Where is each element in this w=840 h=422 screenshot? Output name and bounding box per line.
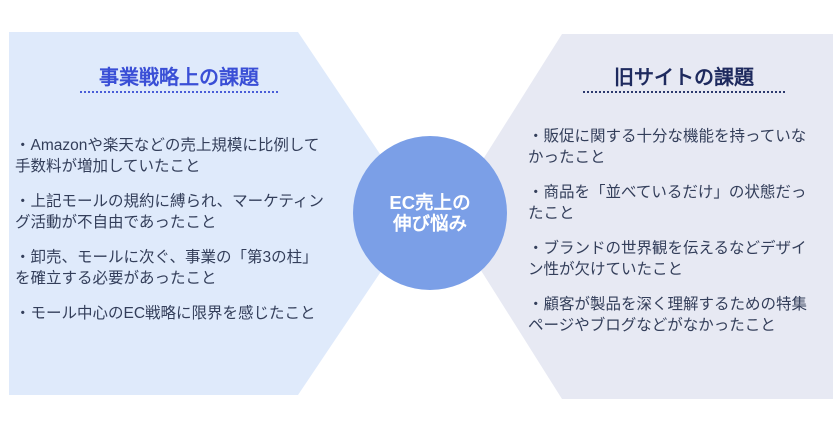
- list-item: ・Amazonや楽天などの売上規模に比例して 手数料が増加していたこと: [15, 137, 320, 175]
- list-item: ・卸売、モールに次ぐ、事業の「第3の柱」 を確立する必要があったこと: [15, 249, 318, 287]
- business-strategy-title: 事業戦略上の課題: [80, 65, 278, 93]
- old-site-title: 旧サイトの課題: [583, 65, 785, 93]
- list-item: ・顧客が製品を深く理解するための特集 ページやブログなどがなかったこと: [528, 296, 808, 334]
- list-item: ・モール中心のEC戦略に限界を感じたこと: [15, 305, 316, 322]
- ec-sales-problem-circle: EC売上の 伸び悩み: [353, 136, 507, 290]
- list-item: ・上記モールの規約に縛られ、マーケティン グ活動が不自由であったこと: [15, 193, 324, 231]
- old-site-list: ・販促に関する十分な機能を持っていな かったこと ・商品を「並べているだけ」の状…: [528, 127, 840, 351]
- list-item: ・商品を「並べているだけ」の状態だっ たこと: [528, 184, 807, 222]
- ec-sales-problem-label: EC売上の 伸び悩み: [389, 191, 471, 235]
- list-item: ・ブランドの世界観を伝えるなどデザイ ン性が欠けていたこと: [528, 240, 807, 278]
- list-item: ・販促に関する十分な機能を持っていな かったこと: [528, 128, 807, 166]
- business-strategy-list: ・Amazonや楽天などの売上規模に比例して 手数料が増加していたこと ・上記モ…: [15, 136, 337, 340]
